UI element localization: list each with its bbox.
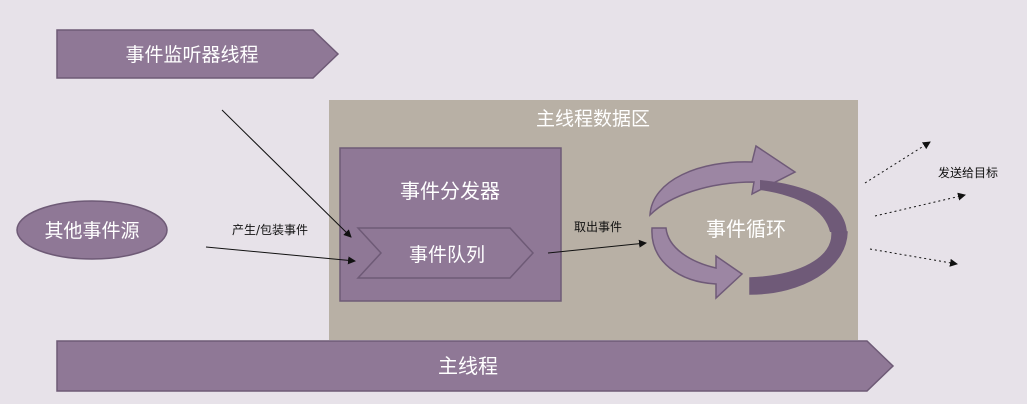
loop-arc-top bbox=[649, 144, 797, 217]
arrow-to-target-1 bbox=[864, 141, 931, 184]
loop-arc-bottom-dark bbox=[749, 231, 848, 295]
arrow-sources-to-queue bbox=[205, 246, 356, 265]
event-loop-label: 事件循环 bbox=[706, 217, 786, 241]
send-to-target-label: 发送给目标 bbox=[938, 165, 998, 180]
main-thread-node: 主线程 bbox=[56, 340, 895, 392]
loop-arc-bottom bbox=[651, 227, 744, 300]
listener-thread-node: 事件监听器线程 bbox=[56, 29, 340, 79]
queue-node: 事件队列 bbox=[356, 227, 535, 279]
listener-thread-label: 事件监听器线程 bbox=[125, 44, 258, 66]
data-area-title: 主线程数据区 bbox=[536, 108, 650, 130]
arrow-queue-to-loop bbox=[547, 239, 647, 254]
listener-thread-shape bbox=[56, 29, 340, 79]
other-sources-node: 其他事件源 bbox=[16, 200, 168, 260]
arrow-listener-to-queue bbox=[221, 109, 352, 238]
main-thread-shape bbox=[56, 340, 895, 392]
queue-label: 事件队列 bbox=[409, 244, 485, 266]
event-loop-node: 事件循环 bbox=[649, 144, 848, 300]
loop-arc-top-shade bbox=[760, 180, 847, 232]
produce-wrap-label: 产生/包装事件 bbox=[232, 223, 308, 237]
arrow-to-target-2 bbox=[874, 192, 966, 217]
queue-shape bbox=[356, 227, 535, 279]
take-event-label: 取出事件 bbox=[574, 220, 622, 234]
arrow-to-target-3 bbox=[869, 248, 958, 267]
dispatcher-label: 事件分发器 bbox=[400, 179, 500, 203]
main-thread-label: 主线程 bbox=[438, 354, 498, 378]
other-sources-ellipse bbox=[16, 200, 168, 260]
other-sources-label: 其他事件源 bbox=[44, 220, 139, 242]
